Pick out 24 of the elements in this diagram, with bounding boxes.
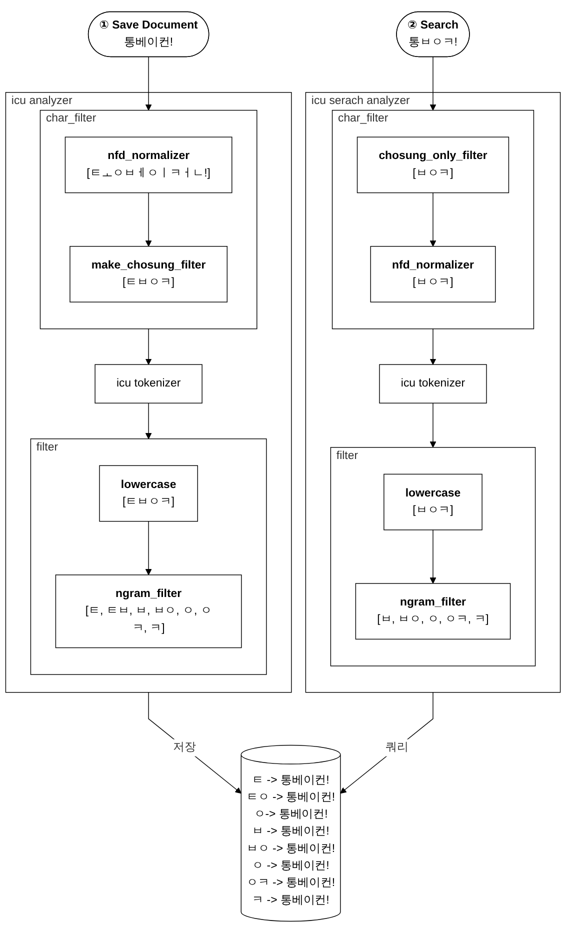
node-box: ngram_filter [ㅂ, ㅂㅇ, ㅇ, ㅇㅋ, ㅋ] — [355, 582, 511, 640]
node-box: chosung_only_filter [ㅂㅇㅋ] — [356, 136, 510, 193]
arrow — [145, 192, 152, 246]
arrow — [430, 328, 436, 364]
arrow — [145, 328, 152, 364]
arrow — [340, 692, 434, 794]
node-box: icu tokenizer — [94, 364, 202, 403]
arrow — [145, 402, 152, 439]
arrow — [145, 520, 152, 575]
edge-label: 저장 — [173, 740, 196, 753]
node-box: lowercase [ㅂㅇㅋ] — [384, 473, 482, 530]
node-box: nfd_normalizer [ㅌㅗㅇㅂㅔㅇㅣㅋㅓㄴ!] — [64, 136, 232, 193]
node-box: icu tokenizer — [379, 364, 487, 403]
arrow — [430, 56, 436, 110]
arrow — [145, 56, 152, 110]
arrow — [430, 529, 436, 584]
edge-label: 쿼리 — [386, 740, 408, 753]
node-box: ngram_filter [ㅌ, ㅌㅂ, ㅂ, ㅂㅇ, ㅇ, ㅇㅋ, ㅋ] — [55, 574, 242, 648]
arrow — [430, 402, 436, 448]
node-box: nfd_normalizer [ㅂㅇㅋ] — [370, 245, 496, 302]
arrow — [148, 692, 242, 794]
arrow — [430, 192, 436, 246]
node-box: lowercase [ㅌㅂㅇㅋ] — [99, 464, 198, 522]
node-box: make_chosung_filter [ㅌㅂㅇㅋ] — [70, 245, 228, 302]
